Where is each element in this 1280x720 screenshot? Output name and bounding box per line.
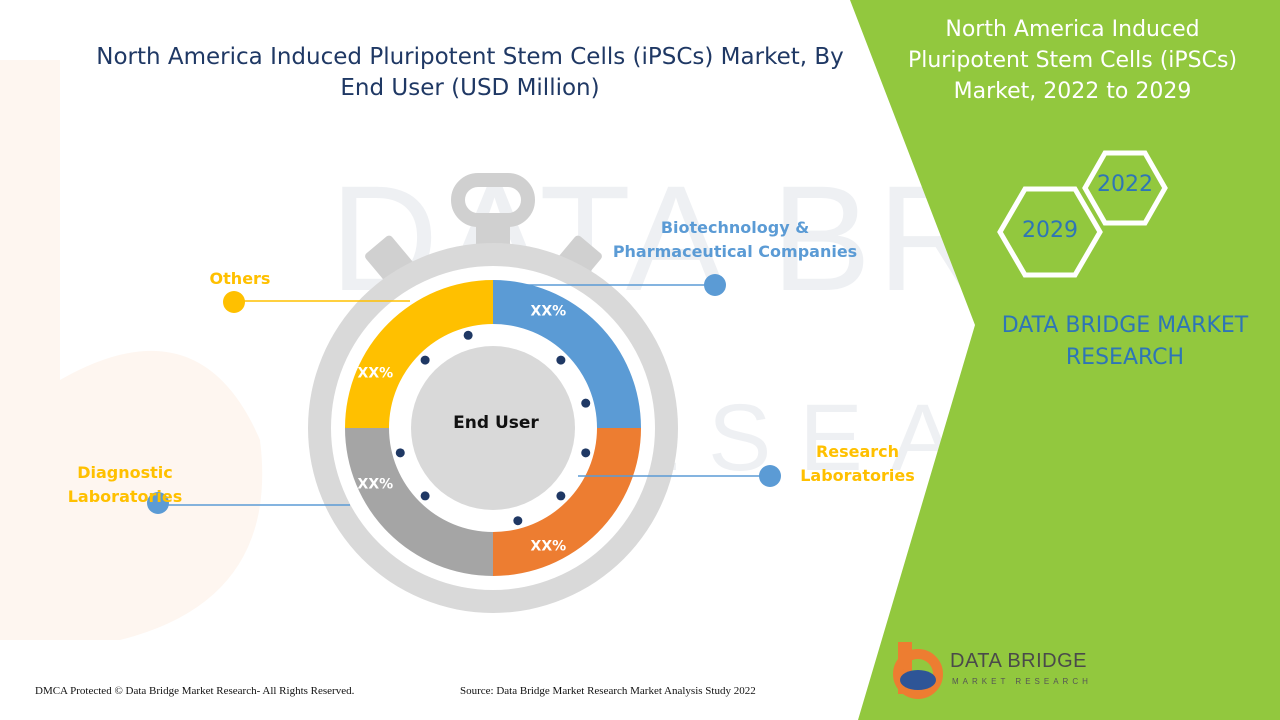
donut-slice-research (493, 428, 641, 576)
brand-text: DATA BRIDGE MARKET RESEARCH (1001, 313, 1249, 370)
green-panel (850, 0, 1280, 720)
center-label: End User (453, 413, 539, 433)
category-label-research: Research Laboratories (800, 442, 915, 485)
footer-source: Source: Data Bridge Market Research Mark… (460, 685, 756, 697)
donut-slice-others (345, 280, 493, 428)
clock-dots (395, 330, 591, 526)
year-end-label: 2029 (1022, 218, 1078, 243)
data-label-diagnostic: XX% (358, 476, 394, 492)
clock-dot (463, 330, 473, 340)
hexagon-2022 (1082, 150, 1168, 226)
logo-icon (893, 642, 943, 699)
clock-dot (513, 516, 523, 526)
leader-dot-research (759, 465, 781, 487)
leader-dot-biotech (704, 274, 726, 296)
category-label-diagnostic: Diagnostic Laboratories (67, 463, 183, 506)
data-label-biotech: XX% (531, 303, 567, 319)
logo-name: DATA BRIDGE (950, 650, 1088, 672)
donut-chart (345, 280, 641, 576)
data-labels: XX% XX% XX% XX% (358, 303, 567, 554)
leader-dot-others (223, 291, 245, 313)
chart-title: North America Induced Pluripotent Stem C… (96, 44, 844, 101)
center-disc (411, 346, 575, 510)
footer-copyright: DMCA Protected © Data Bridge Market Rese… (35, 685, 355, 697)
leader-dot-diagnostic (147, 492, 169, 514)
hexagon-2029 (997, 186, 1103, 278)
clock-dot (556, 355, 566, 365)
clock-dot (556, 491, 566, 501)
category-label-biotech: Biotechnology & Pharmaceutical Companies (612, 218, 858, 261)
clock-dot (581, 398, 591, 408)
donut-slice-biotech (493, 280, 641, 428)
clock-dot (420, 355, 430, 365)
year-start-label: 2022 (1097, 172, 1153, 197)
data-label-research: XX% (531, 539, 567, 555)
data-label-others: XX% (358, 366, 394, 382)
category-label-others: Others (209, 269, 271, 288)
clock-dot (581, 448, 591, 458)
clock-dot (395, 448, 405, 458)
donut-slice-diagnostic (345, 428, 493, 576)
logo-tagline: MARKET RESEARCH (952, 677, 1092, 686)
clock-dot (420, 491, 430, 501)
panel-title: North America Induced Pluripotent Stem C… (907, 17, 1238, 104)
leader-lines (147, 274, 781, 514)
